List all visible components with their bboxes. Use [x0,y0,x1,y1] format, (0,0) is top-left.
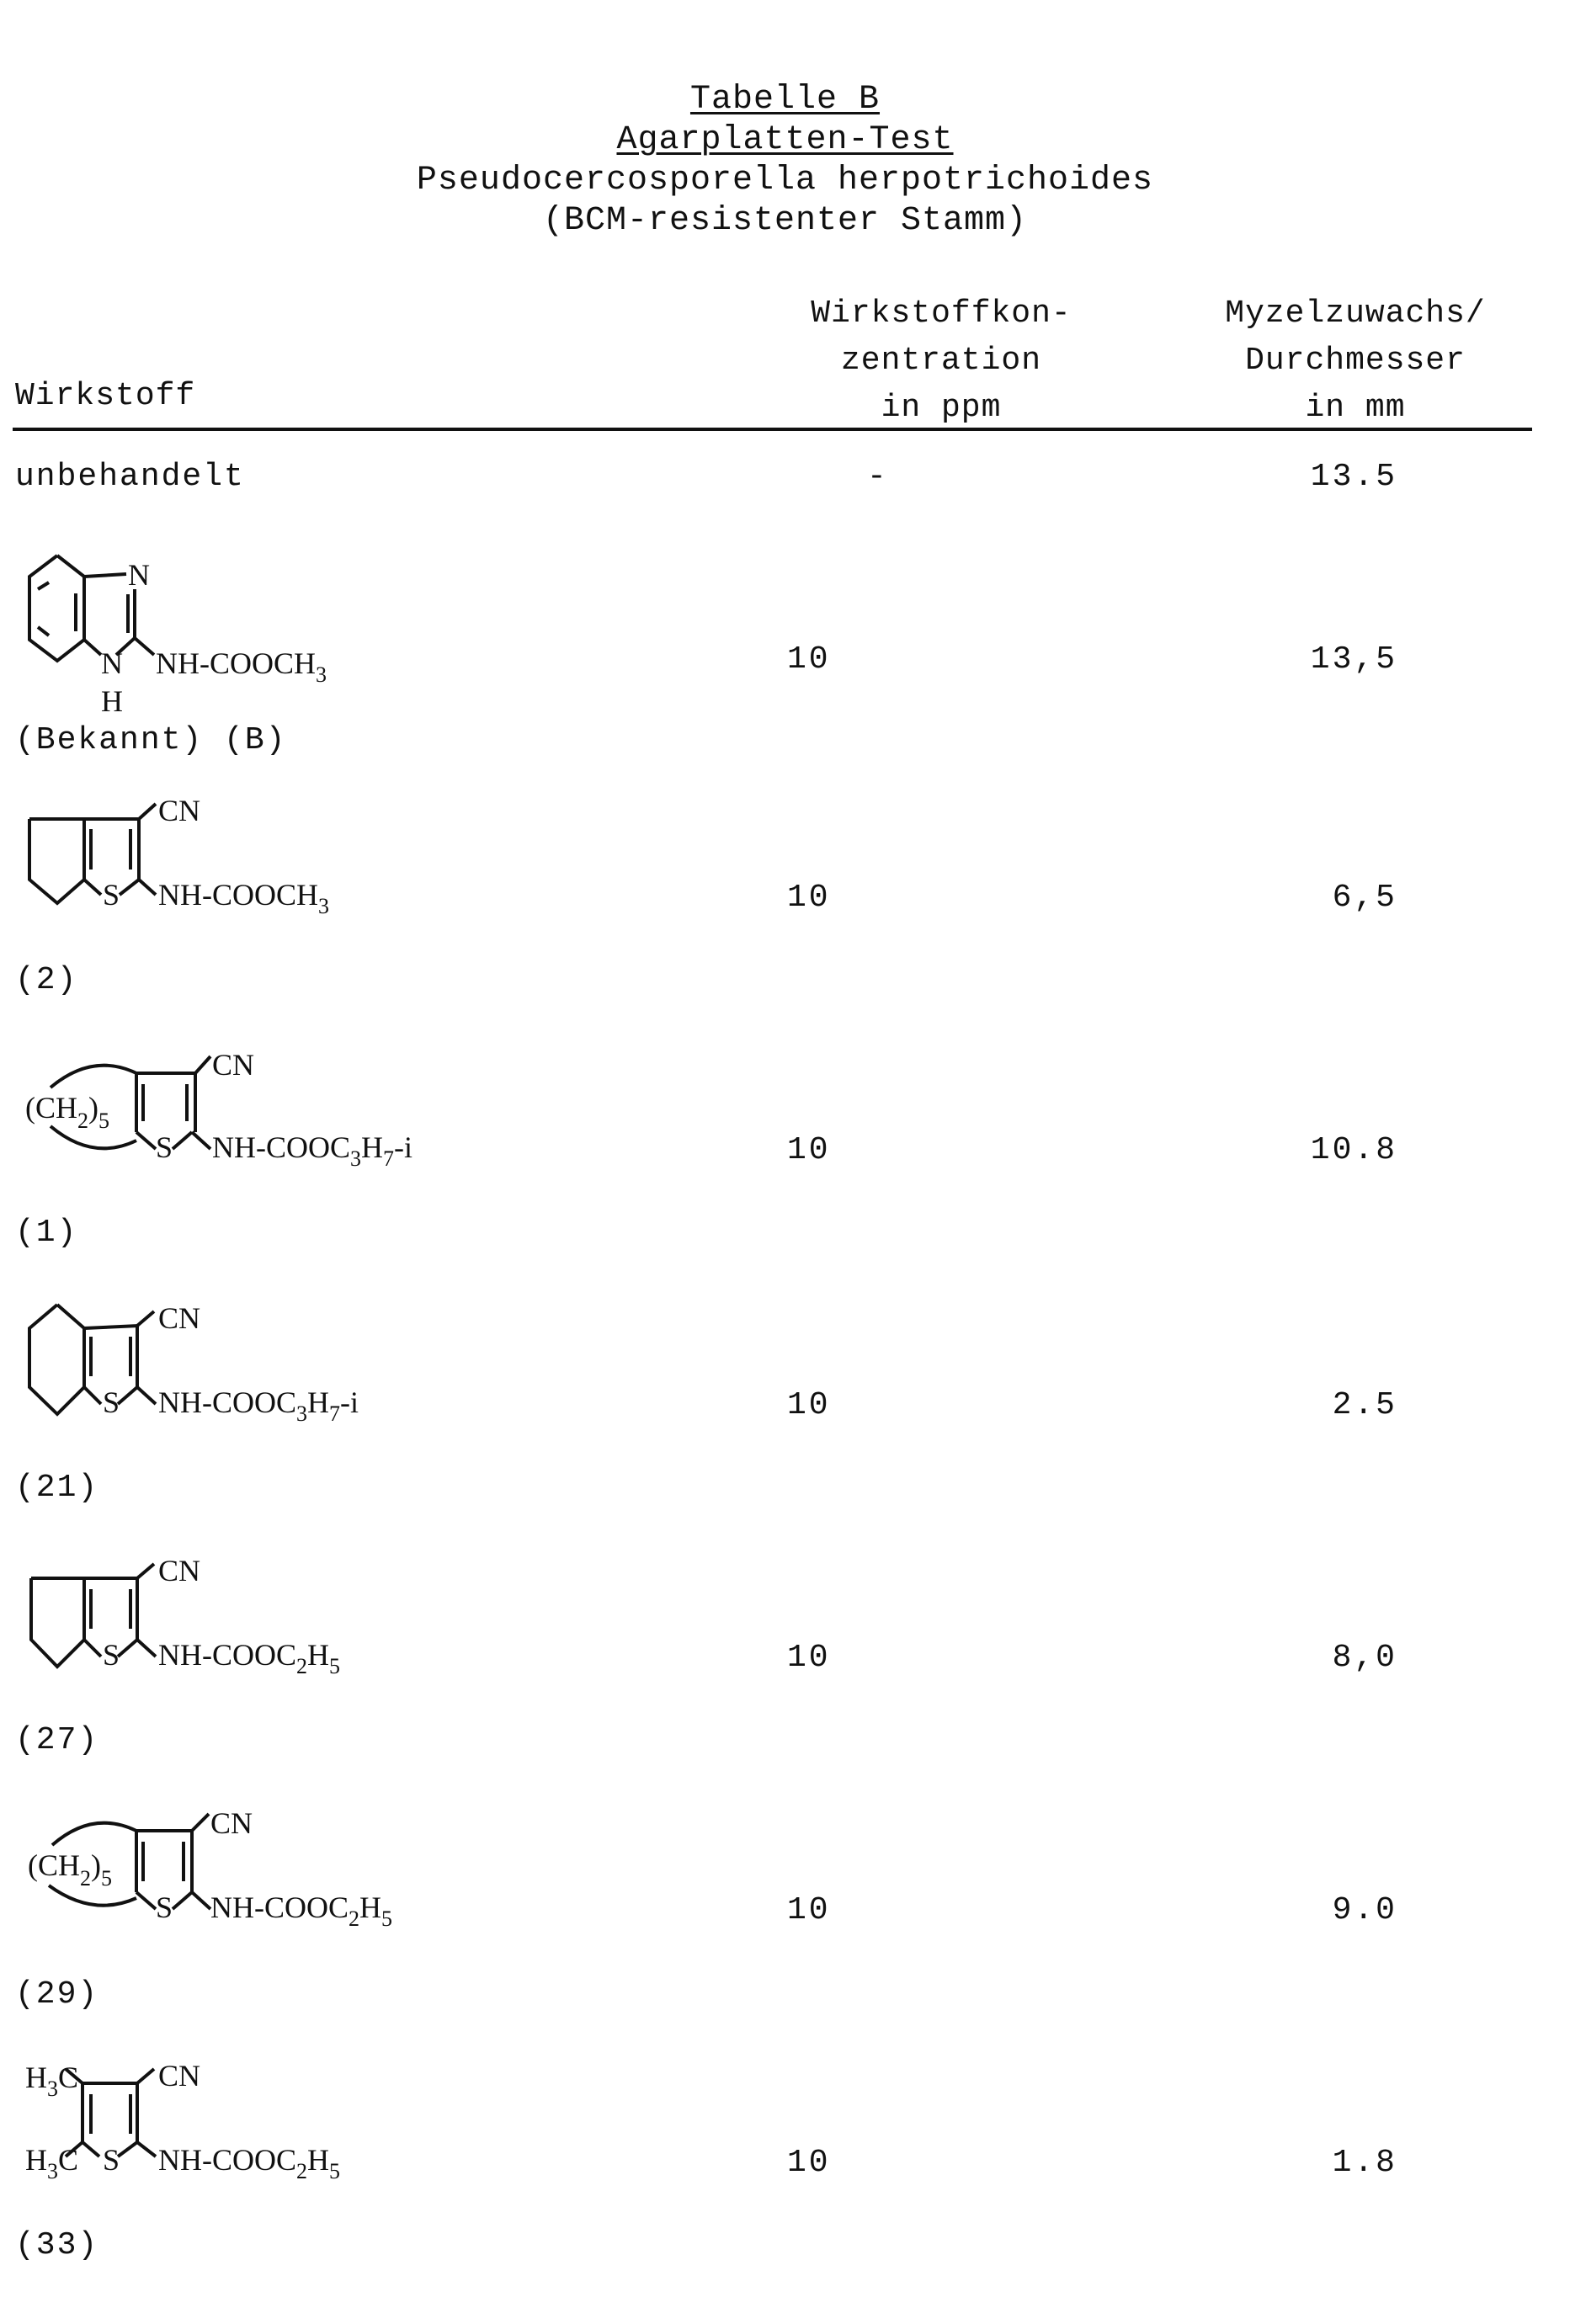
header-growth-line2: Durchmesser [1245,343,1466,379]
svg-text:H3C: H3C [25,2143,78,2183]
row-growth: 1.8 [1332,2145,1397,2181]
row-label: unbehandelt [15,459,245,495]
row-label: (33) [15,2227,99,2263]
row-concentration: 10 [787,641,831,678]
row-growth: 8,0 [1332,1640,1397,1676]
svg-text:S: S [103,1638,120,1672]
svg-text:NH-COOCH3: NH-COOCH3 [158,878,329,918]
svg-text:CN: CN [210,1806,253,1840]
header-concentration-line2: zentration [840,343,1042,379]
row-label: (21) [15,1470,99,1506]
row-concentration: 10 [787,2145,831,2181]
svg-text:S: S [103,878,120,912]
header-growth-line3: in mm [1305,390,1406,426]
row-growth: 9.0 [1332,1892,1397,1928]
organism-name: Pseudocercosporella herpotrichoides [416,162,1154,199]
row-label: (1) [15,1215,78,1251]
svg-text:(CH2)5: (CH2)5 [28,1848,112,1891]
svg-text:S: S [156,1130,173,1164]
svg-text:CN: CN [158,2059,200,2093]
row-concentration: - [867,459,889,495]
table-title: Tabelle B [689,81,881,119]
row-concentration: 10 [787,1892,831,1928]
svg-text:NH-COOC2H5: NH-COOC2H5 [158,2143,340,2183]
test-name: Agarplatten-Test [616,121,954,159]
row-growth: 2.5 [1332,1387,1397,1423]
row-growth: 13.5 [1310,459,1397,495]
svg-text:NH-COOC3H7-i: NH-COOC3H7-i [212,1130,412,1171]
header-mycelium-growth: Myzelzuwachs/ Durchmesser in mm [1162,290,1549,432]
row-concentration: 10 [787,1387,831,1423]
svg-text:NH-COOC2H5: NH-COOC2H5 [158,1638,340,1678]
benzimidazole-structure-icon: N N H NH-COOCH3 [28,554,327,718]
svg-text:S: S [103,1385,120,1419]
row-label: (Bekannt) (B) [15,722,287,758]
header-growth-line1: Myzelzuwachs/ [1225,295,1486,332]
svg-text:NH-COOCH3: NH-COOCH3 [156,646,327,687]
svg-text:N: N [128,558,150,592]
row-label: (2) [15,962,78,998]
cyclopenta-thiophene-structure-icon: S CN NH-COOCH3 [28,794,329,918]
svg-text:CN: CN [158,1301,200,1335]
title-block: Tabelle B Agarplatten-Test Pseudocercosp… [0,80,1570,242]
strain-note: (BCM-resistenter Stamm) [542,202,1028,240]
cycloheptyl-thiophene-structure-icon: (CH2)5 S CN NH-COOC2H5 [28,1806,392,1931]
svg-text:H3C: H3C [25,2061,78,2101]
row-label: (27) [15,1722,99,1758]
header-concentration-line3: in ppm [881,390,1002,426]
header-wirkstoff: Wirkstoff [15,378,196,414]
svg-text:N: N [101,646,123,680]
cyclopenta-thiophene-structure-icon: S CN NH-COOC2H5 [29,1554,340,1678]
row-growth: 6,5 [1332,880,1397,916]
svg-text:S: S [103,2143,120,2177]
row-growth: 10.8 [1310,1132,1397,1168]
row-concentration: 10 [787,1640,831,1676]
tetrahydrobenzothiophene-structure-icon: S CN NH-COOC3H7-i [28,1301,359,1426]
header-rule [13,428,1532,431]
svg-text:NH-COOC2H5: NH-COOC2H5 [210,1891,392,1931]
svg-text:NH-COOC3H7-i: NH-COOC3H7-i [158,1385,359,1426]
dimethylthiophene-structure-icon: H3C H3C S CN NH-COOC2H5 [25,2059,340,2183]
header-concentration-line1: Wirkstoffkon- [811,295,1072,332]
svg-text:CN: CN [158,794,200,827]
svg-text:(CH2)5: (CH2)5 [25,1091,109,1133]
svg-text:H: H [101,684,123,718]
svg-text:CN: CN [212,1048,254,1082]
row-label: (29) [15,1976,99,2013]
cycloheptyl-thiophene-structure-icon: (CH2)5 S CN NH-COOC3H7-i [25,1048,412,1171]
row-concentration: 10 [787,880,831,916]
header-concentration: Wirkstoffkon- zentration in ppm [781,290,1101,432]
svg-text:S: S [156,1891,173,1924]
row-growth: 13,5 [1310,641,1397,678]
row-concentration: 10 [787,1132,831,1168]
svg-text:CN: CN [158,1554,200,1587]
